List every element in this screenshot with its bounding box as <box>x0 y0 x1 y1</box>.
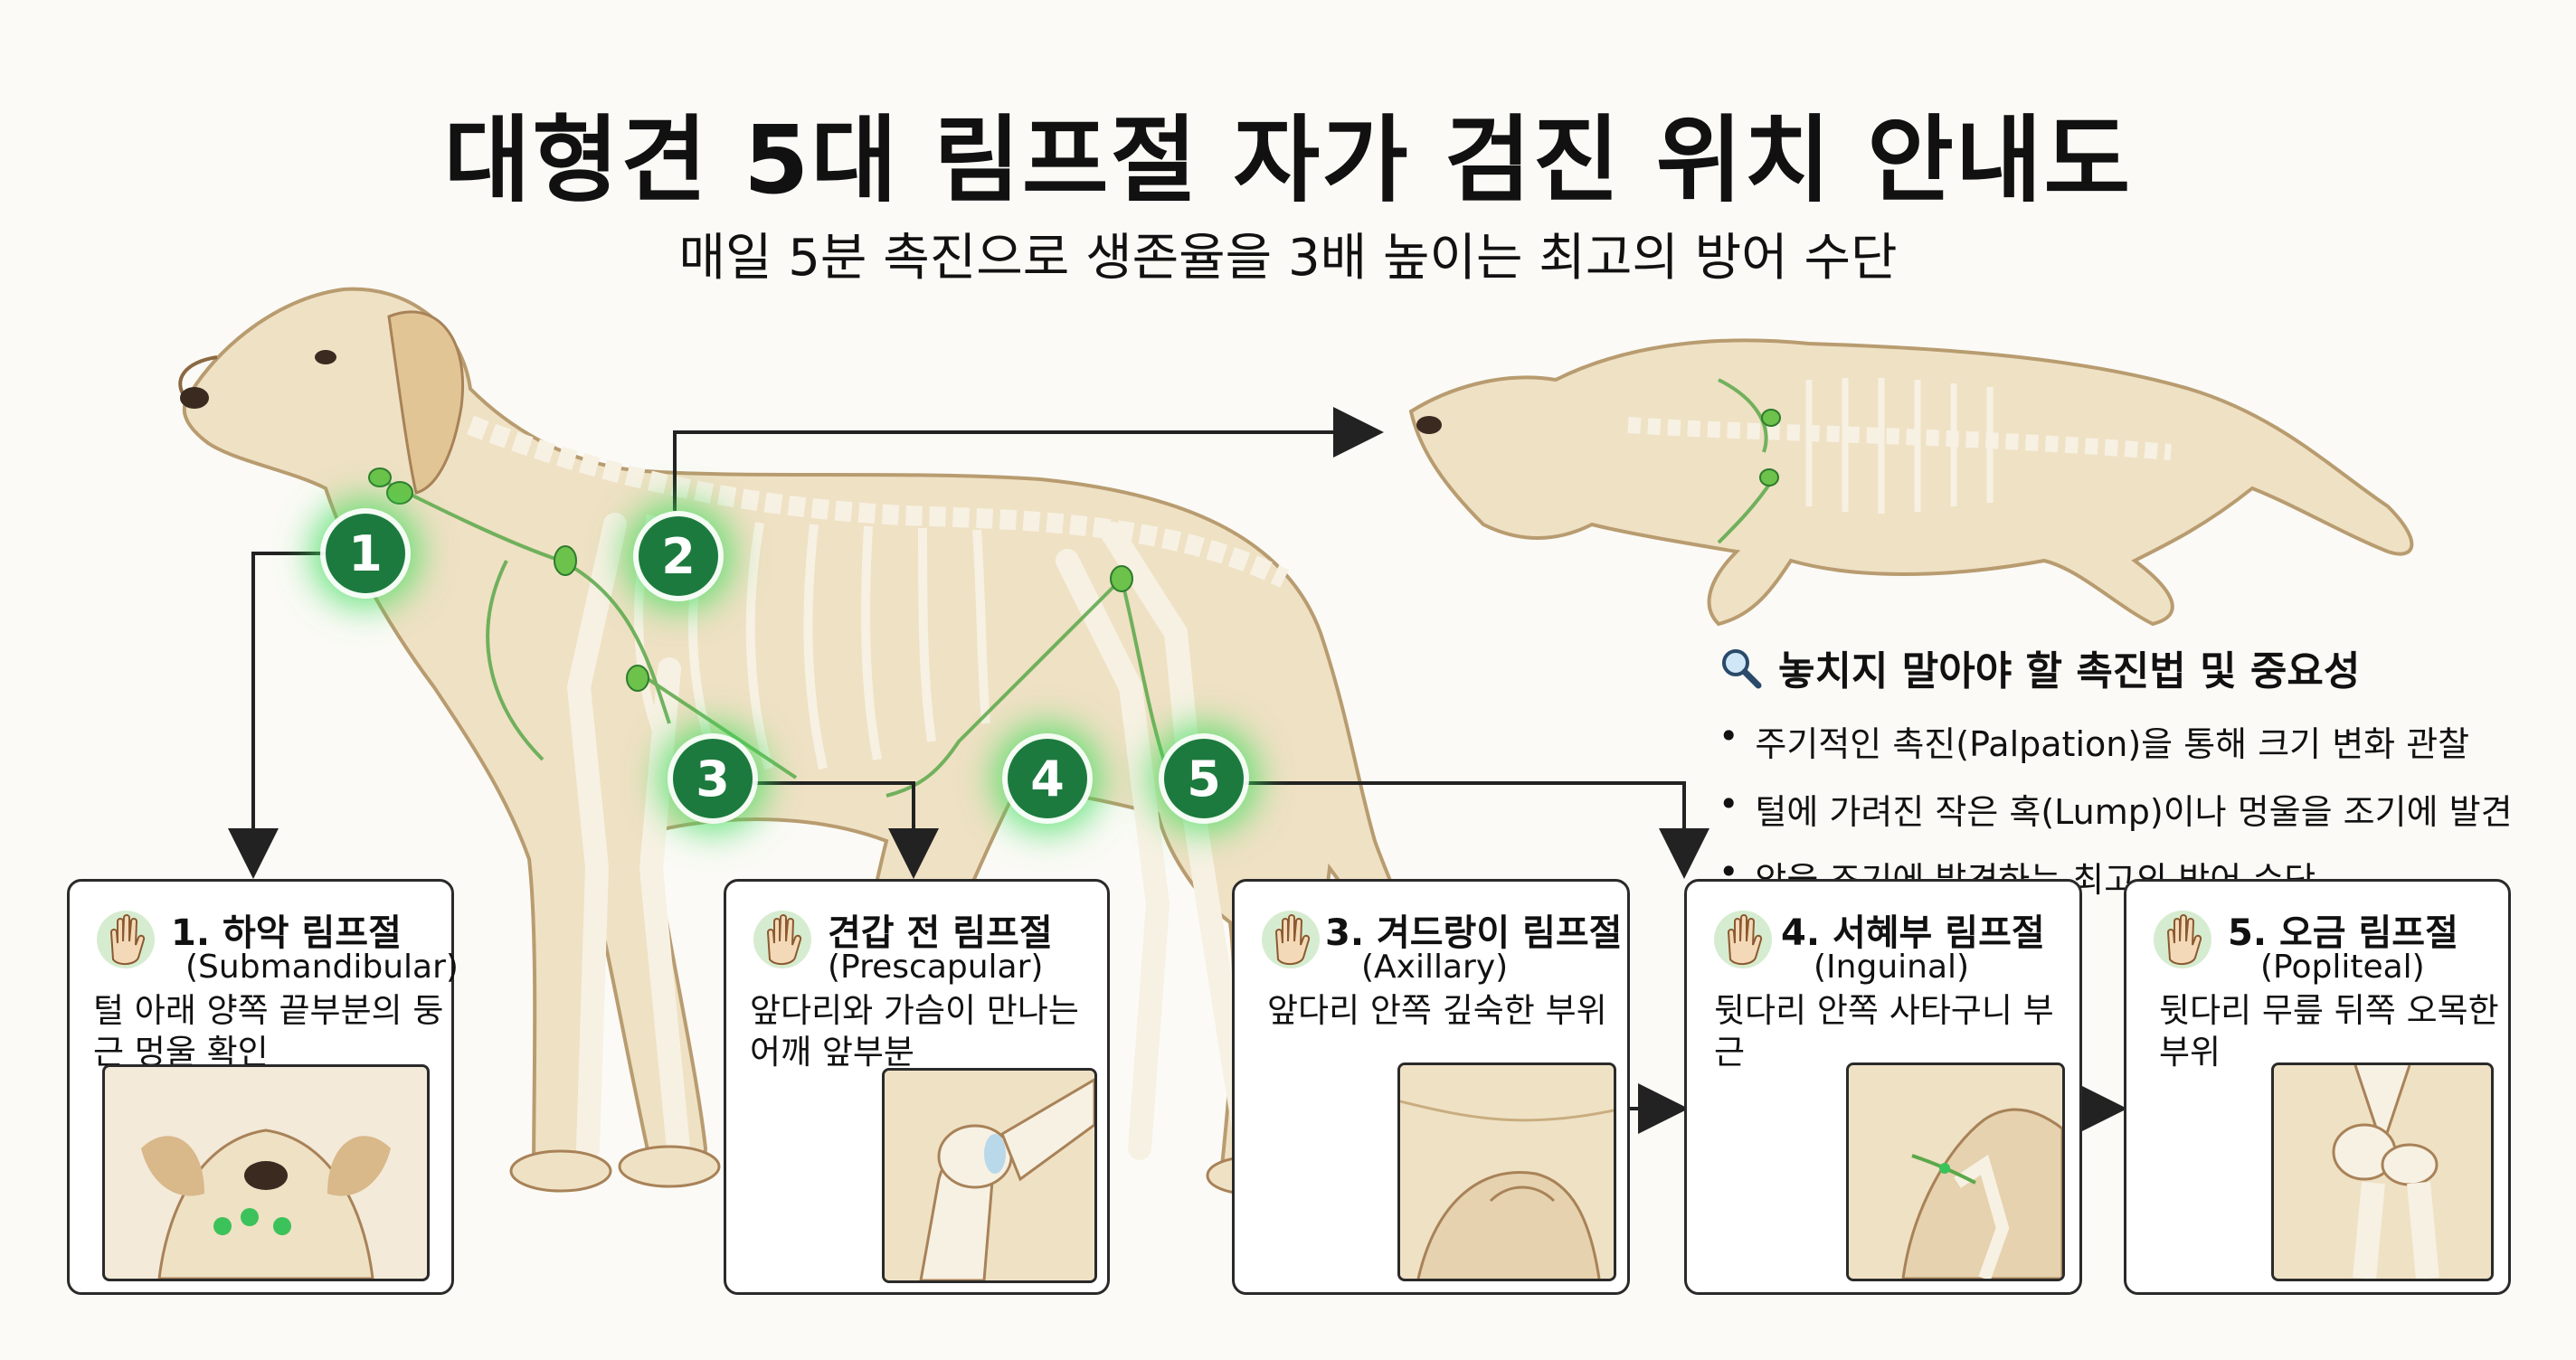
hand-icon <box>1714 911 1772 968</box>
popliteal-detail-image <box>2271 1062 2494 1281</box>
card-latin-name: (Submandibular) <box>185 949 459 986</box>
page-subtitle: 매일 5분 촉진으로 생존율을 3배 높이는 최고의 방어 수단 <box>678 229 1898 288</box>
marker-1[interactable]: 1 <box>326 514 405 593</box>
card-latin-name: (Popliteal) <box>2260 949 2425 986</box>
card-title: 4. 서혜부 림프절 <box>1781 912 2045 954</box>
card-description: 뒷다리 안쪽 사타구니 부근 <box>1714 991 2054 1072</box>
dog-top-view <box>1408 338 2414 627</box>
tip-item: •털에 가려진 작은 혹(Lump)이나 멍울을 조기에 발견 <box>1719 784 2513 832</box>
marker-5[interactable]: 5 <box>1164 739 1244 818</box>
card-title: 1. 하악 림프절 <box>171 912 402 954</box>
inguinal-detail-image <box>1846 1062 2065 1281</box>
card-submandibular: 1. 하악 림프절 (Submandibular) 털 아래 양쪽 끝부분의 둥… <box>67 879 459 1295</box>
card-title: 5. 오금 림프절 <box>2228 912 2458 954</box>
page-title: 대형견 5대 림프절 자가 검진 위치 안내도 <box>443 105 2133 215</box>
card-latin-name: (Inguinal) <box>1814 949 1970 986</box>
hand-icon <box>2154 911 2211 968</box>
card-latin-name: (Prescapular) <box>828 949 1044 986</box>
card-latin-name: (Axillary) <box>1361 949 1509 986</box>
dog-side-view <box>178 287 1418 1195</box>
tips-panel: 놓치지 말아야 할 촉진법 및 중요성 •주기적인 촉진(Palpation)을… <box>1719 638 2533 920</box>
card-description: 앞다리 안쪽 깊숙한 부위 <box>1267 991 1607 1030</box>
submandibular-detail-image <box>102 1064 430 1281</box>
magnifier-icon <box>1722 649 1762 689</box>
tip-item: •주기적인 촉진(Palpation)을 통해 크기 변화 관찰 <box>1719 716 2470 764</box>
tips-heading: 놓치지 말아야 할 촉진법 및 중요성 <box>1778 648 2361 694</box>
hand-icon <box>753 911 811 968</box>
hand-icon <box>97 911 155 968</box>
tips-list: •주기적인 촉진(Palpation)을 통해 크기 변화 관찰 •털에 가려진… <box>1719 716 2533 902</box>
card-axillary: 3. 겨드랑이 림프절 (Axillary) 앞다리 안쪽 깊숙한 부위 <box>1232 879 1630 1295</box>
marker-4[interactable]: 4 <box>1008 739 1087 818</box>
axillary-detail-image <box>1397 1062 1616 1281</box>
prescapular-detail-image <box>882 1068 1097 1283</box>
card-title: 견갑 전 림프절 <box>828 912 1053 954</box>
hand-icon <box>1262 911 1320 968</box>
marker-3[interactable]: 3 <box>673 739 753 818</box>
marker-2[interactable]: 2 <box>639 516 718 596</box>
card-title: 3. 겨드랑이 림프절 <box>1325 912 1623 954</box>
card-inguinal: 4. 서혜부 림프절 (Inguinal) 뒷다리 안쪽 사타구니 부근 <box>1684 879 2082 1295</box>
